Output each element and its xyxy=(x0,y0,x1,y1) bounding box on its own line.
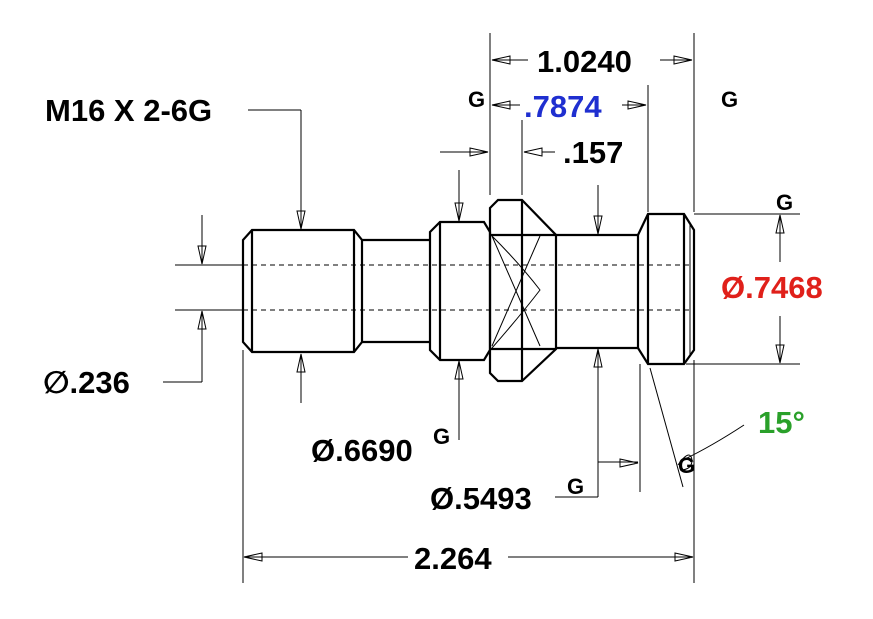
head-length-label: 1.0240 xyxy=(537,44,632,79)
neck xyxy=(556,233,640,350)
collar-diameter-label: Ø.6690 xyxy=(311,433,413,468)
shank xyxy=(362,238,430,344)
flange-offset-label: .7874 xyxy=(524,89,602,124)
total-length-label: 2.264 xyxy=(414,541,492,576)
labels: M16 X 2-6G ∅.236 Ø.6690 G Ø.5493 G Ø.746… xyxy=(43,44,823,576)
flange-width-label: .157 xyxy=(563,135,623,170)
threaded-end xyxy=(241,228,364,354)
head-diameter-label: Ø.7468 xyxy=(721,270,823,305)
thread-callout: M16 X 2-6G xyxy=(45,93,212,128)
gauge-mark: G xyxy=(678,453,695,478)
gauge-mark: G xyxy=(721,87,738,112)
flange-flat-x xyxy=(491,235,541,349)
arrow-right xyxy=(674,552,694,562)
gauge-mark: G xyxy=(468,87,485,112)
neck-diameter-label: Ø.5493 xyxy=(430,481,532,516)
neck-diameter-suffix: G xyxy=(567,474,584,499)
pull-head xyxy=(637,212,696,366)
gauge-mark: G xyxy=(776,190,793,215)
dimension-lines xyxy=(163,33,800,583)
head-angle-label: 15° xyxy=(758,405,805,440)
collar-diameter-suffix: G xyxy=(433,424,450,449)
bore-diameter-label: ∅.236 xyxy=(43,365,130,400)
part-outline xyxy=(241,198,696,383)
arrow-left xyxy=(243,552,263,562)
